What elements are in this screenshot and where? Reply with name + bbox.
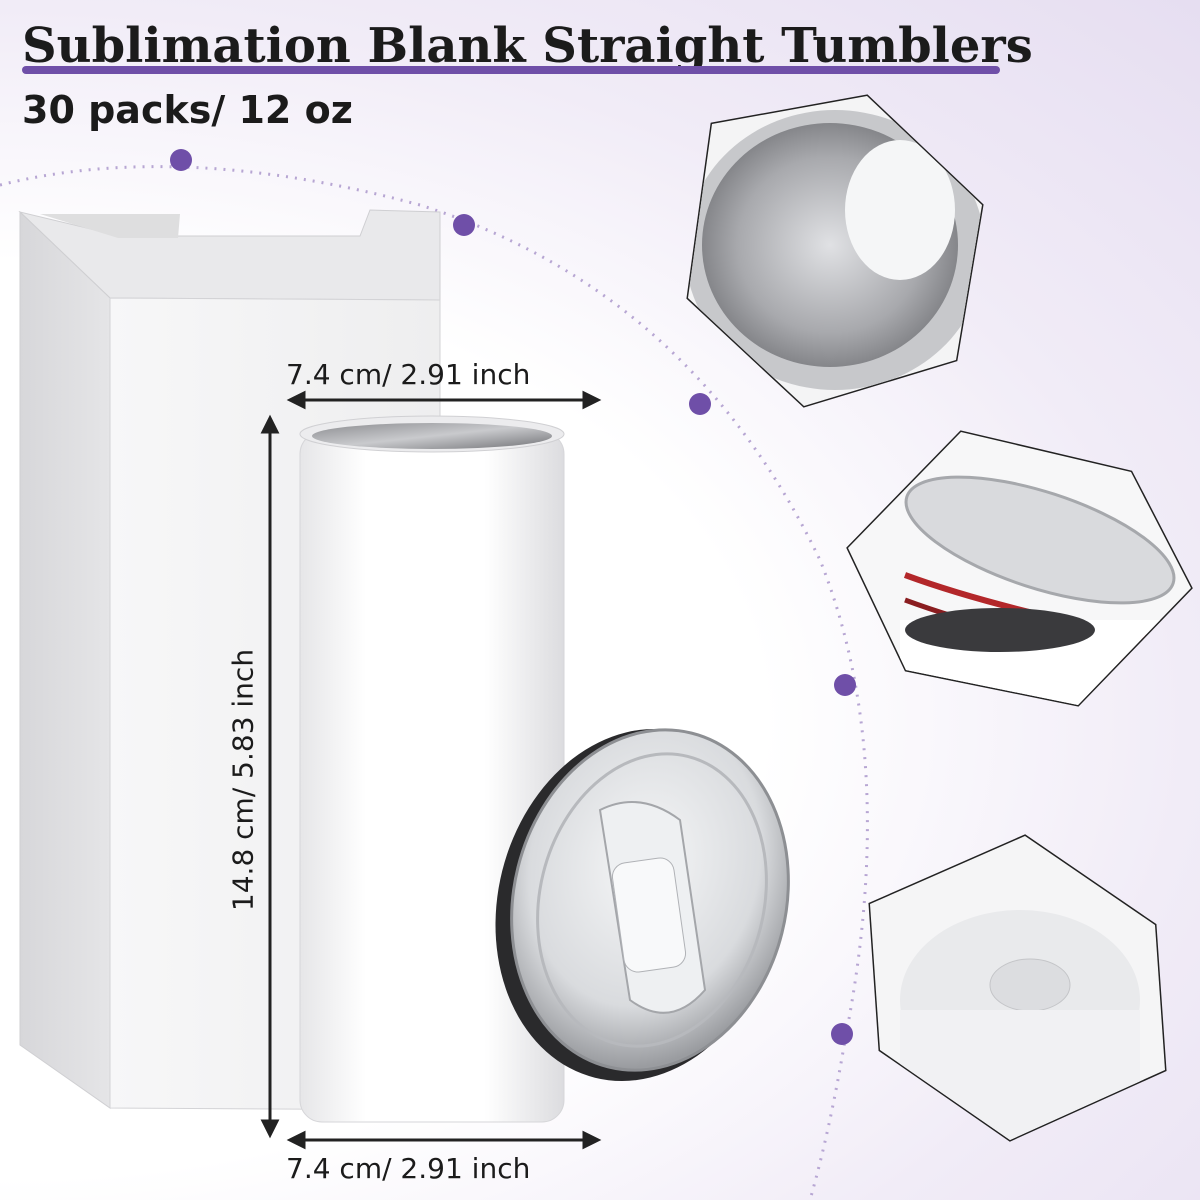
- product-title: Sublimation Blank Straight Tumblers: [22, 18, 1033, 74]
- title-underline: [22, 66, 1000, 74]
- arc-dot: [453, 214, 475, 236]
- tumbler-lid: [495, 728, 790, 1082]
- hex-detail-lid-seal: [846, 430, 1193, 707]
- arc-dot: [834, 674, 856, 696]
- hex-detail-base: [868, 834, 1167, 1142]
- width-arrow-bottom: [286, 1130, 602, 1150]
- width-label-bottom: 7.4 cm/ 2.91 inch: [286, 1152, 531, 1185]
- width-arrow-top: [286, 390, 602, 410]
- height-arrow: [260, 414, 280, 1139]
- arc-dot: [831, 1023, 853, 1045]
- arc-dot: [689, 393, 711, 415]
- height-label: 14.8 cm/ 5.83 inch: [226, 648, 260, 912]
- arc-dot: [170, 149, 192, 171]
- width-label-top: 7.4 cm/ 2.91 inch: [286, 358, 531, 391]
- product-subtitle: 30 packs/ 12 oz: [22, 88, 353, 132]
- hex-detail-interior: [686, 94, 984, 408]
